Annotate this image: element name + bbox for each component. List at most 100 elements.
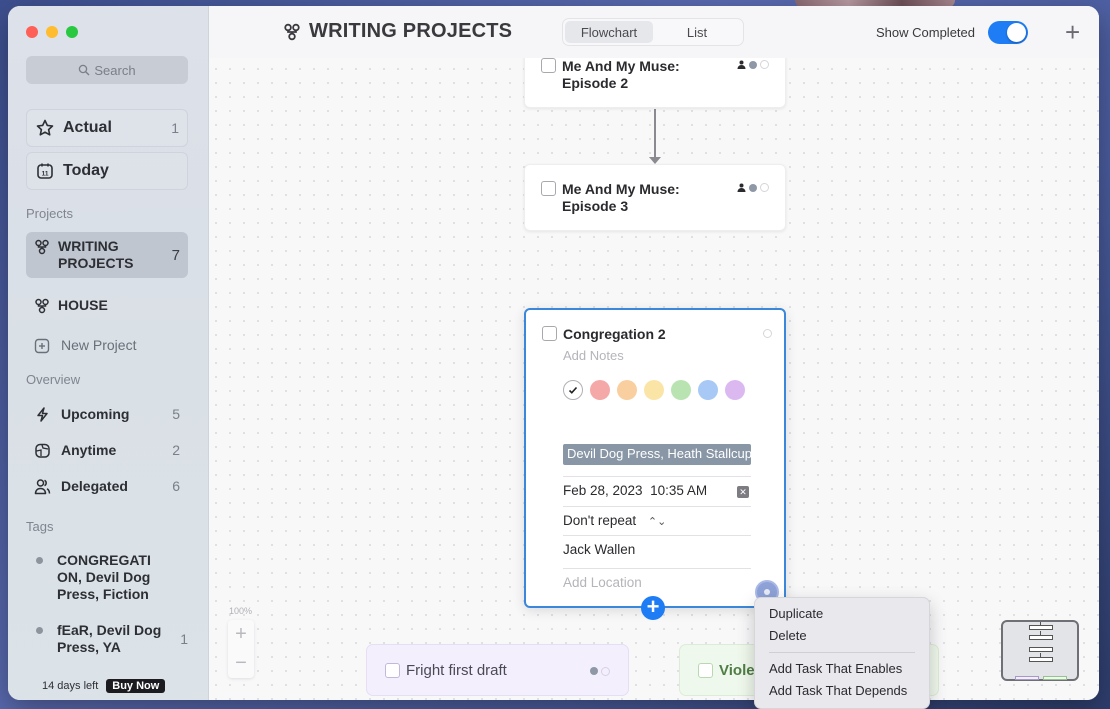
page-title-text: WRITING PROJECTS bbox=[309, 20, 513, 42]
task-checkbox[interactable] bbox=[542, 326, 557, 341]
sidebar-item-upcoming[interactable]: Upcoming 5 bbox=[26, 402, 188, 426]
menu-item-duplicate[interactable]: Duplicate bbox=[769, 606, 824, 621]
sidebar-item-label: WRITING PROJECTS bbox=[58, 238, 134, 271]
sidebar-item-today[interactable]: 11 Today bbox=[26, 152, 188, 190]
minimap-node bbox=[1029, 647, 1053, 652]
sidebar-item-writing-projects[interactable]: WRITING PROJECTS 7 bbox=[26, 232, 188, 278]
minimize-button[interactable] bbox=[46, 26, 58, 38]
sidebar-item-count: 1 bbox=[171, 120, 179, 136]
zoom-out-button[interactable]: − bbox=[235, 652, 247, 674]
projects-header: Projects bbox=[26, 206, 73, 221]
location-placeholder: Add Location bbox=[563, 575, 642, 590]
zoom-control: + − bbox=[228, 620, 254, 678]
sidebar-item-anytime[interactable]: Anytime 2 bbox=[26, 438, 188, 462]
task-title: Fright first draft bbox=[406, 661, 507, 679]
show-completed-label: Show Completed bbox=[876, 25, 975, 40]
desktop-wallpaper bbox=[795, 0, 955, 8]
status-ring-icon bbox=[760, 60, 769, 69]
sidebar-item-label: Anytime bbox=[61, 442, 117, 458]
trial-banner: 14 days left Buy Now bbox=[42, 679, 166, 693]
assignee-field[interactable]: Jack Wallen bbox=[563, 535, 751, 567]
search-input[interactable]: Search bbox=[26, 56, 188, 84]
page-title: WRITING PROJECTS bbox=[283, 20, 512, 43]
task-card-fright[interactable]: Fright first draft bbox=[366, 644, 629, 696]
color-swatch-blue[interactable] bbox=[698, 380, 718, 400]
search-icon bbox=[79, 64, 90, 76]
tab-flowchart[interactable]: Flowchart bbox=[565, 21, 653, 43]
due-time: 10:35 AM bbox=[650, 483, 708, 498]
task-checkbox[interactable] bbox=[698, 662, 713, 678]
tab-list[interactable]: List bbox=[686, 24, 708, 40]
app-window: Search Actual 1 11 Today Projects WRITIN… bbox=[8, 6, 1099, 700]
due-date-field[interactable]: Feb 28, 2023 10:35 AM ✕ bbox=[563, 476, 751, 506]
search-placeholder: Search bbox=[94, 62, 136, 78]
color-swatch-none[interactable] bbox=[563, 380, 583, 400]
minimap-connector bbox=[1040, 622, 1041, 626]
project-icon bbox=[284, 23, 300, 40]
anytime-icon bbox=[35, 443, 50, 458]
sidebar-item-label: HOUSE bbox=[58, 297, 108, 313]
task-badges bbox=[737, 60, 769, 69]
new-project-label: New Project bbox=[61, 337, 137, 353]
zoom-button[interactable] bbox=[66, 26, 78, 38]
zoom-in-button[interactable]: + bbox=[235, 623, 247, 645]
tag-label: fEaR, Devil Dog Press, YA bbox=[57, 622, 162, 655]
sidebar-item-label: Upcoming bbox=[61, 406, 130, 422]
color-swatch-yellow[interactable] bbox=[644, 380, 664, 400]
menu-item-add-enabling-task[interactable]: Add Task That Enables bbox=[769, 661, 903, 676]
project-icon bbox=[35, 298, 49, 314]
task-card[interactable]: Me And My Muse: Episode 3 bbox=[524, 164, 786, 231]
show-completed-toggle[interactable] bbox=[988, 21, 1028, 44]
checkmark-icon bbox=[568, 386, 578, 394]
buy-now-button[interactable]: Buy Now bbox=[106, 679, 166, 693]
plus-square-icon bbox=[34, 338, 50, 354]
color-swatch-red[interactable] bbox=[590, 380, 610, 400]
sidebar-tag-fear[interactable]: fEaR, Devil Dog Press, YA 1 bbox=[36, 622, 188, 656]
repeat-value: Don't repeat bbox=[563, 513, 637, 528]
task-badges bbox=[737, 183, 769, 192]
due-date: Feb 28, 2023 bbox=[563, 483, 643, 498]
menu-item-delete[interactable]: Delete bbox=[769, 628, 807, 643]
selected-task-card[interactable]: Congregation 2 Add Notes Devil Dog Press… bbox=[524, 308, 786, 608]
sidebar-tag-congregation[interactable]: CONGREGATION, Devil Dog Press, Fiction bbox=[36, 552, 188, 603]
flowchart-canvas[interactable]: WRITING PROJECTS Flowchart List Show Com… bbox=[209, 6, 1099, 700]
sidebar-item-label: Actual bbox=[63, 119, 112, 136]
sidebar-item-actual[interactable]: Actual 1 bbox=[26, 109, 188, 147]
minimap-connector bbox=[1040, 653, 1041, 657]
updown-chevron-icon: ⌃⌄ bbox=[647, 516, 667, 528]
clear-date-icon[interactable]: ✕ bbox=[737, 486, 749, 498]
zoom-level: 100% bbox=[229, 606, 253, 616]
menu-item-add-dependent-task[interactable]: Add Task That Depends bbox=[769, 683, 908, 698]
task-checkbox[interactable] bbox=[385, 662, 400, 678]
status-ring-icon[interactable] bbox=[763, 329, 772, 338]
tags-input[interactable]: Devil Dog Press, Heath Stallcup bbox=[563, 444, 751, 465]
menu-separator bbox=[769, 652, 915, 653]
new-project-button[interactable]: New Project bbox=[26, 331, 188, 360]
close-button[interactable] bbox=[26, 26, 38, 38]
tag-dot-icon bbox=[36, 557, 43, 564]
sidebar: Search Actual 1 11 Today Projects WRITIN… bbox=[8, 6, 209, 700]
location-field[interactable]: Add Location bbox=[563, 568, 751, 598]
color-swatch-green[interactable] bbox=[671, 380, 691, 400]
color-picker bbox=[563, 380, 745, 400]
notes-input[interactable]: Add Notes bbox=[563, 348, 624, 363]
view-mode-segmented-control: Flowchart List bbox=[562, 18, 744, 46]
task-checkbox[interactable] bbox=[541, 58, 556, 73]
star-icon bbox=[36, 119, 54, 136]
person-icon bbox=[737, 183, 746, 192]
sidebar-item-delegated[interactable]: Delegated 6 bbox=[26, 474, 188, 498]
sidebar-item-label: Today bbox=[63, 162, 109, 179]
people-icon bbox=[34, 478, 51, 494]
sidebar-item-house[interactable]: HOUSE bbox=[26, 291, 188, 320]
add-task-button[interactable]: + bbox=[1065, 17, 1081, 47]
bolt-icon bbox=[37, 406, 48, 422]
overview-header: Overview bbox=[26, 372, 81, 387]
add-dependent-task-button[interactable]: + bbox=[641, 596, 665, 620]
repeat-select[interactable]: Don't repeat ⌃⌄ bbox=[563, 506, 751, 536]
sidebar-item-count: 6 bbox=[172, 478, 180, 494]
color-swatch-orange[interactable] bbox=[617, 380, 637, 400]
color-swatch-purple[interactable] bbox=[725, 380, 745, 400]
task-title-input[interactable]: Congregation 2 bbox=[563, 326, 666, 342]
task-checkbox[interactable] bbox=[541, 181, 556, 196]
minimap[interactable] bbox=[1001, 620, 1079, 681]
